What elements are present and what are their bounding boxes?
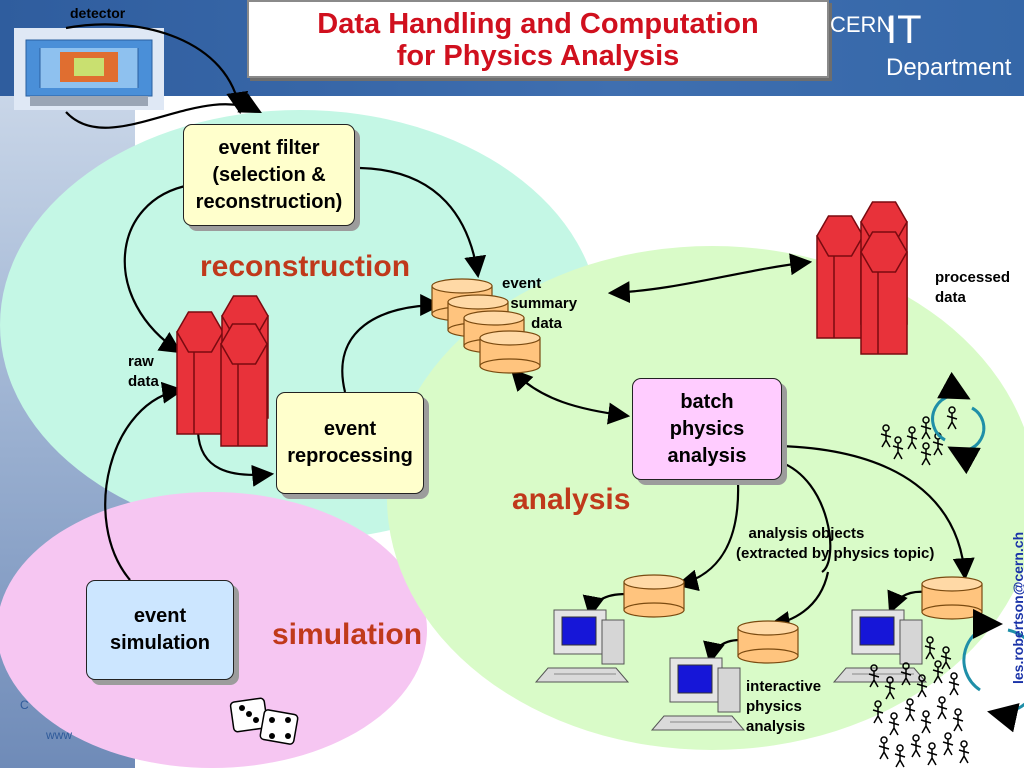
analysis-zone-label: analysis <box>512 483 631 516</box>
footer-corner-c: C <box>20 698 29 712</box>
footer-corner-www: www <box>46 728 72 742</box>
event-reprocessing-box: event reprocessing <box>276 392 424 494</box>
event-simulation-box: event simulation <box>86 580 234 680</box>
processed-data-label: processed data <box>935 269 1011 306</box>
it-logo-text: IT <box>886 8 922 52</box>
reconstruction-zone-label: reconstruction <box>200 250 411 283</box>
title-box: Data Handling and Computation for Physic… <box>247 0 829 78</box>
event-filter-box: event filter (selection & reconstruction… <box>183 124 355 226</box>
analysis-object-disk-3 <box>921 576 983 620</box>
analysis-object-disk-2 <box>737 620 799 664</box>
department-logo-text: Department <box>886 54 1012 81</box>
analysis-object-disk-1 <box>623 574 685 618</box>
cern-logo-text: CERN <box>830 12 893 37</box>
raw-data-label: raw data <box>128 353 159 390</box>
batch-analysis-box: batch physics analysis <box>632 378 782 480</box>
event-simulation-label: event simulation <box>109 605 210 654</box>
batch-analysis-label: batch physics analysis <box>667 390 747 467</box>
event-filter-label: event filter (selection & reconstruction… <box>195 136 343 213</box>
page-title-line-2: for Physics Analysis <box>396 40 680 72</box>
analysis-objects-label: analysis objects (extracted by physics t… <box>736 525 935 562</box>
event-reprocessing-label: event reprocessing <box>287 418 413 467</box>
author-email: les.robertson@cern.ch <box>1010 531 1024 684</box>
simulation-zone-label: simulation <box>272 618 423 651</box>
cycle-arrows-icon <box>931 371 1024 733</box>
interactive-analysis-label: interactive physics analysis <box>746 678 822 735</box>
processed-data-storage <box>816 201 908 355</box>
page-title-line-1: Data Handling and Computation <box>317 8 759 40</box>
detector-image <box>14 28 164 110</box>
event-summary-data-label: event summary data <box>502 275 578 332</box>
raw-data-storage <box>176 295 269 447</box>
detector-label: detector <box>70 5 126 21</box>
dice-icon <box>229 697 299 745</box>
flow-arrows <box>65 23 975 665</box>
